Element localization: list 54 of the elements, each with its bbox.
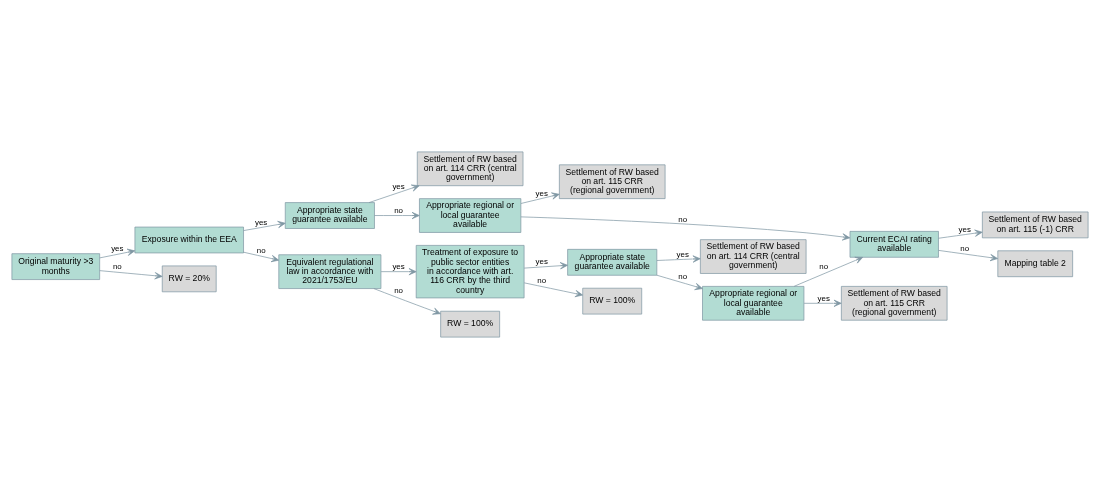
arrow xyxy=(243,251,280,262)
node-box: Appropriate state guarantee available xyxy=(567,248,658,276)
edge-label: yes xyxy=(676,249,689,259)
node-box: Settlement of RW based on art. 114 CRR (central government) xyxy=(416,151,524,186)
arrow xyxy=(520,192,560,204)
edge-label: yes xyxy=(535,256,548,266)
node-box: RW = 100% xyxy=(582,287,643,314)
node-box: Mapping table 2 xyxy=(997,249,1073,277)
edge-label: no xyxy=(819,261,829,271)
node-box: Settlement of RW based on art. 115 (-1) CRR xyxy=(982,211,1089,238)
node-box: Appropriate regional or local guarantee available xyxy=(419,197,522,233)
arrow xyxy=(938,249,998,261)
arrow xyxy=(373,287,441,315)
edge-label: yes xyxy=(958,224,971,234)
arrow xyxy=(374,211,420,219)
arrow xyxy=(99,248,136,258)
node-box: Settlement of RW based on art. 114 CRR (central government) xyxy=(700,238,807,274)
arrow xyxy=(520,216,851,240)
edge-label: no xyxy=(678,271,688,281)
arrow xyxy=(938,229,983,239)
edge-label: yes xyxy=(392,261,405,271)
edge-label: yes xyxy=(392,181,405,191)
node-box: Original maturity >3 months xyxy=(11,252,100,280)
node-box: Exposure within the EEA xyxy=(134,226,244,253)
arrow xyxy=(99,269,163,279)
edge-label: yes xyxy=(535,188,548,198)
arrow xyxy=(793,256,864,287)
arrow xyxy=(523,261,568,269)
node-box: Equivalent regulational law in accordance with 2021/1753/EU xyxy=(278,253,382,289)
edge-label: no xyxy=(394,205,403,215)
edge-label: no xyxy=(112,261,122,271)
node-box: Treatment of exposure to public sector entities in accordance with art. 116 CRR by the third country xyxy=(415,244,525,298)
arrow xyxy=(656,254,701,263)
node-box: RW = 20% xyxy=(161,265,217,292)
edge-label: no xyxy=(394,285,403,295)
edge-label: yes xyxy=(817,293,830,303)
node-box: Current ECAI rating available xyxy=(849,230,939,258)
node-box: RW = 100% xyxy=(440,310,500,337)
arrow xyxy=(368,184,420,203)
arrow xyxy=(803,299,842,307)
edge-label: yes xyxy=(255,217,268,227)
arrow xyxy=(523,282,583,297)
arrow xyxy=(380,267,417,275)
node-box: Settlement of RW based on art. 115 CRR (regional government) xyxy=(841,285,948,321)
edge-label: no xyxy=(537,275,547,285)
arrow xyxy=(656,274,703,290)
node-box: Appropriate state guarantee available xyxy=(284,201,375,229)
arrow xyxy=(243,220,286,231)
node-box: Appropriate regional or local guarantee available xyxy=(702,285,805,321)
edge-label: yes xyxy=(111,243,124,253)
edge-label: no xyxy=(678,214,688,224)
node-box: Settlement of RW based on art. 115 CRR (regional government) xyxy=(559,163,666,199)
edge-label: no xyxy=(256,245,266,255)
edge-label: no xyxy=(960,243,970,253)
